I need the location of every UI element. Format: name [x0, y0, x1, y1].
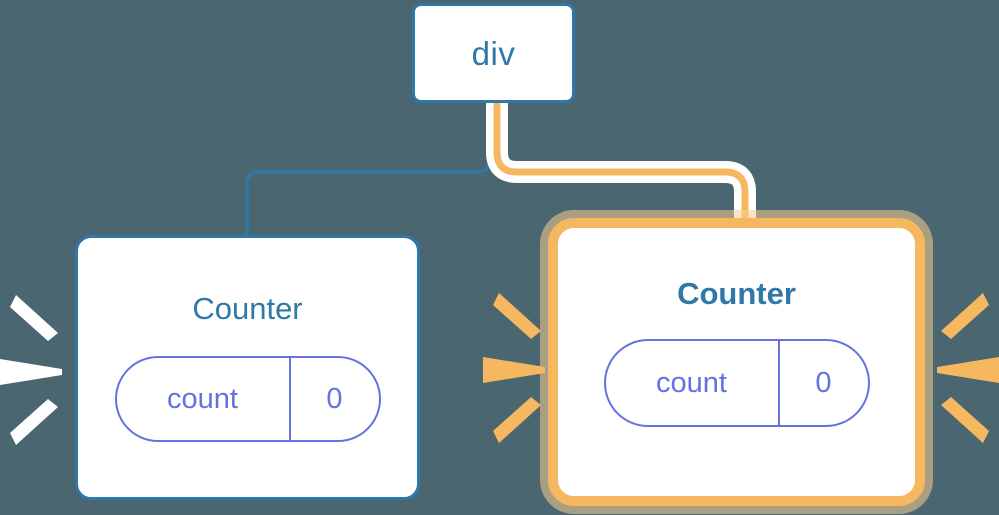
counter-right-title: Counter [677, 276, 796, 311]
counter-left-state-key: count [117, 358, 291, 440]
counter-left-state-value: 0 [326, 382, 343, 415]
counter-right-state-key: count [606, 341, 780, 425]
counter-left-title: Counter [192, 291, 303, 326]
div-node[interactable]: div [412, 3, 575, 103]
counter-left-state-pill[interactable]: count 0 [114, 356, 381, 442]
counter-right-state-pill[interactable]: count 0 [603, 339, 870, 427]
edge-div-to-counter-right [493, 100, 749, 236]
counter-node-left[interactable]: Counter count 0 [75, 235, 420, 500]
div-node-label: div [471, 34, 516, 72]
edge-div-to-counter-left [245, 104, 491, 238]
edge-div-to-counter-right-halo [486, 93, 756, 243]
counter-node-right[interactable]: Counter count 0 [548, 218, 925, 506]
counter-right-state-value: 0 [815, 366, 832, 399]
